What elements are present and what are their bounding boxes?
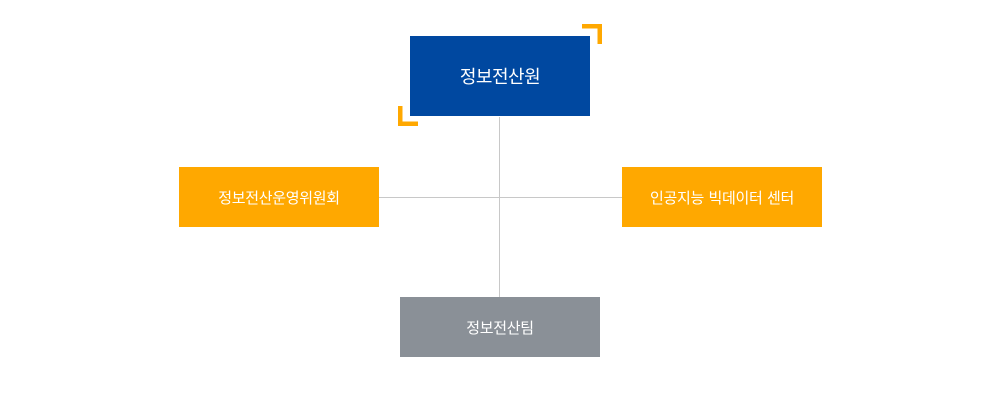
right-node-label: 인공지능 빅데이터 센터: [650, 188, 794, 207]
horizontal-connector-line: [379, 197, 622, 198]
right-node[interactable]: 인공지능 빅데이터 센터: [622, 167, 822, 227]
top-node[interactable]: 정보전산원: [410, 36, 590, 116]
corner-bracket-top-right-icon: [582, 24, 602, 44]
vertical-connector-line: [499, 117, 500, 297]
corner-bracket-bottom-left-icon: [398, 106, 418, 126]
left-node-label: 정보전산운영위원회: [218, 188, 340, 207]
bottom-node[interactable]: 정보전산팀: [400, 297, 600, 357]
left-node[interactable]: 정보전산운영위원회: [179, 167, 379, 227]
top-node-label: 정보전산원: [459, 67, 541, 88]
bottom-node-label: 정보전산팀: [466, 318, 534, 337]
